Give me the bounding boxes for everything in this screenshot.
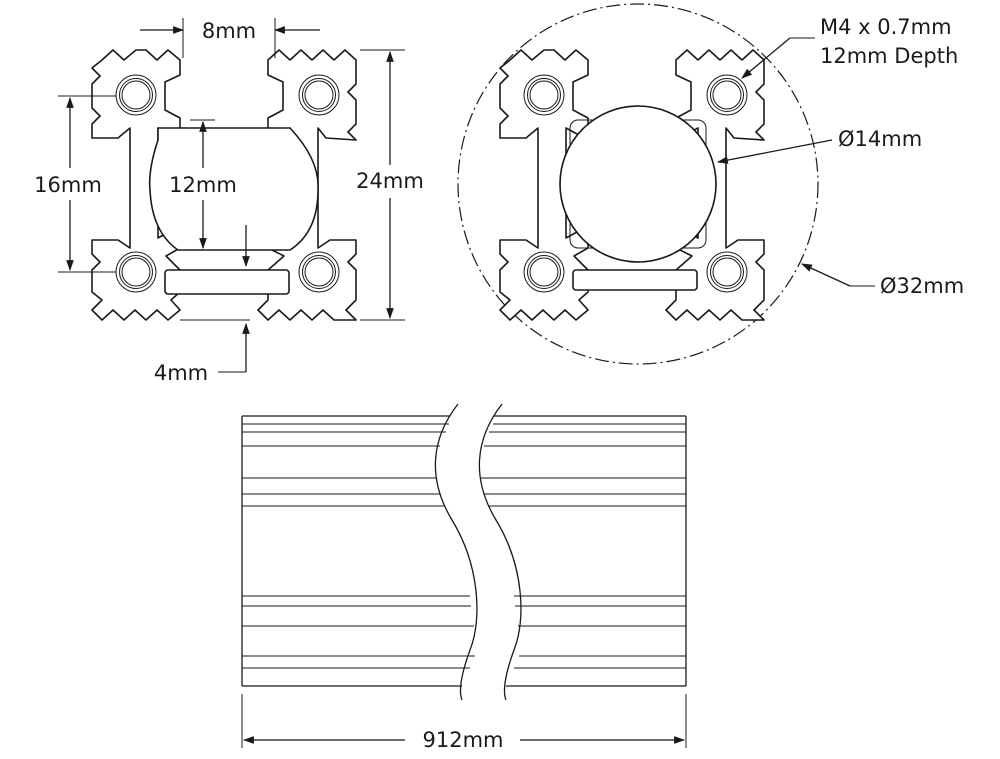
break-line-right: [478, 403, 522, 701]
dim-bore-height: 12mm: [169, 173, 237, 197]
side-view-right-segment: [481, 415, 687, 687]
dim-length: 912mm: [423, 728, 504, 752]
break-line-left: [434, 403, 478, 701]
dim-overall: 24mm: [356, 169, 424, 193]
side-view-left-segment: [241, 415, 475, 687]
web-slot: [164, 269, 290, 295]
dim-outer-diameter: Ø32mm: [880, 274, 964, 298]
bore-circle: [559, 105, 717, 263]
end-view: M4 x 0.7mm 12mm Depth Ø14mm Ø32mm: [457, 3, 964, 365]
dim-hole-spacing: 16mm: [34, 173, 102, 197]
outer-diameter-circle: [457, 3, 819, 365]
tap-spec-line2: 12mm Depth: [820, 44, 958, 68]
dim-web: 4mm: [154, 361, 208, 385]
dim-slot-width: 8mm: [202, 19, 256, 43]
bore-cutout: [148, 127, 319, 251]
side-view: 912mm: [241, 403, 687, 752]
dim-bore-diameter: Ø14mm: [838, 127, 922, 151]
front-view: 8mm 24mm 16mm 12mm 4mm: [34, 18, 424, 385]
tap-spec-line1: M4 x 0.7mm: [820, 15, 952, 39]
